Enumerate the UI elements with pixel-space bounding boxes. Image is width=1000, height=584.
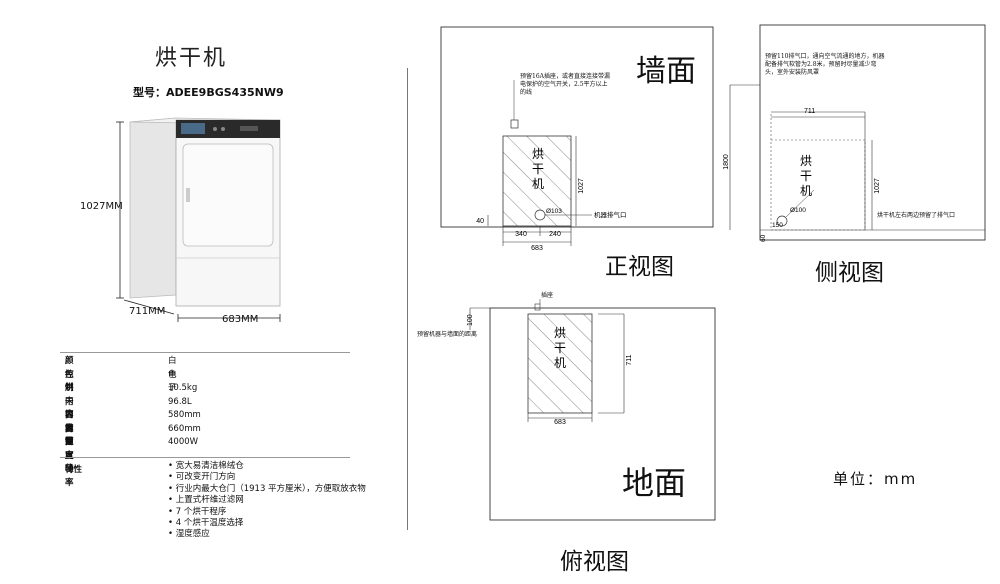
side-view-caption: 侧视图 xyxy=(815,260,884,286)
wall-distance-note: 预留机器与墙面的距离 xyxy=(417,331,478,338)
svg-text:干: 干 xyxy=(554,341,566,355)
unit-label: 单位：mm xyxy=(833,470,918,488)
side-view-drawing: 711 1800 1027 Ø100 150 60 烘 干 机 xyxy=(723,24,986,242)
side-note: 预留110排气口，通向空气流通的地方，机器配备排气软管为2.8米，预留时尽量减少… xyxy=(765,53,885,76)
side-wall-frame xyxy=(759,24,986,241)
svg-text:烘: 烘 xyxy=(800,154,812,168)
list-item: 宽大易清洁棉绒仓 xyxy=(168,461,366,472)
front-view-caption: 正视图 xyxy=(605,254,674,280)
front-view-drawing: 340 240 683 40 1027 Ø103 机器排气口 烘 干 机 xyxy=(440,26,714,252)
floor-frame xyxy=(489,307,716,521)
dryer-door xyxy=(182,143,274,247)
features-list: 宽大易清洁棉绒仓 可改变开门方向 行业内最大仓门（1913 平方厘米），方便取放… xyxy=(168,461,366,541)
dryer-side-panel xyxy=(129,117,177,299)
vertical-divider xyxy=(407,68,408,530)
exhaust-port-icon xyxy=(534,209,546,221)
product-title: 烘干机 xyxy=(155,46,228,71)
svg-text:机: 机 xyxy=(800,184,812,198)
svg-text:机: 机 xyxy=(532,177,544,191)
svg-text:烘: 烘 xyxy=(532,147,544,161)
side-dryer-outline xyxy=(770,139,866,231)
list-item: 7 个烘干程序 xyxy=(168,507,366,518)
dim-1027-side: 1027 xyxy=(874,178,881,194)
exhaust-dia: Ø103 xyxy=(546,208,562,215)
side-exhaust-icon xyxy=(776,215,788,227)
dim-711-top: 711 xyxy=(626,354,633,365)
features-label: 特性 xyxy=(65,465,83,475)
dim-683-top: 683 xyxy=(554,419,566,426)
dim-60: 60 xyxy=(760,234,767,242)
model-number: 型号：ADEE9BGS435NW9 xyxy=(133,86,284,99)
top-view-drawing: 100 711 683 烘 干 机 xyxy=(467,299,716,521)
spec-separator-bottom xyxy=(60,457,350,458)
list-item: 湿度感应 xyxy=(168,529,366,540)
height-dimension: 1027MM xyxy=(80,201,123,212)
wall-frame xyxy=(440,26,714,228)
side-exhaust-dia: Ø100 xyxy=(790,207,806,214)
dim-240: 240 xyxy=(549,231,561,238)
dim-711: 711 xyxy=(804,108,815,115)
control-display xyxy=(181,123,205,134)
dryer-illustration xyxy=(116,117,281,322)
svg-text:机: 机 xyxy=(554,356,566,370)
list-item: 上置式杆维过滤网 xyxy=(168,495,366,506)
side-vent-note: 烘干机左右两边预留了排气口 xyxy=(877,212,956,219)
spec-separator-top xyxy=(60,352,350,353)
dim-683: 683 xyxy=(531,245,543,252)
wall-label: 墙面 xyxy=(636,54,696,89)
depth-dimension: 711MM xyxy=(129,306,166,317)
top-socket-label: 插座 xyxy=(541,292,554,299)
svg-text:干: 干 xyxy=(532,162,544,176)
top-socket-icon xyxy=(534,303,541,311)
socket-note: 预留16A插座，或者直接连接带漏电保护的空气开关，2.5平方以上的线 xyxy=(520,73,610,96)
top-dryer-outline xyxy=(527,313,593,414)
width-dimension: 683MM xyxy=(222,314,259,325)
depth-dimension-line xyxy=(123,299,175,315)
dim-1027: 1027 xyxy=(578,178,585,194)
dim-40: 40 xyxy=(476,218,484,225)
svg-text:干: 干 xyxy=(800,169,812,183)
dim-100: 100 xyxy=(467,314,474,326)
floor-label: 地面 xyxy=(622,464,687,502)
list-item: 可改变开门方向 xyxy=(168,472,366,483)
list-item: 行业内最大仓门（1913 平方厘米），方便取放衣物 xyxy=(168,484,366,495)
exhaust-label: 机器排气口 xyxy=(594,210,627,219)
dim-340: 340 xyxy=(515,231,527,238)
dim-150: 150 xyxy=(772,222,783,229)
top-view-caption: 俯视图 xyxy=(560,549,629,575)
door-handle xyxy=(186,188,190,202)
list-item: 4 个烘干温度选择 xyxy=(168,518,366,529)
svg-text:烘: 烘 xyxy=(554,326,566,340)
dim-1800: 1800 xyxy=(723,154,730,170)
socket-icon xyxy=(510,119,519,129)
